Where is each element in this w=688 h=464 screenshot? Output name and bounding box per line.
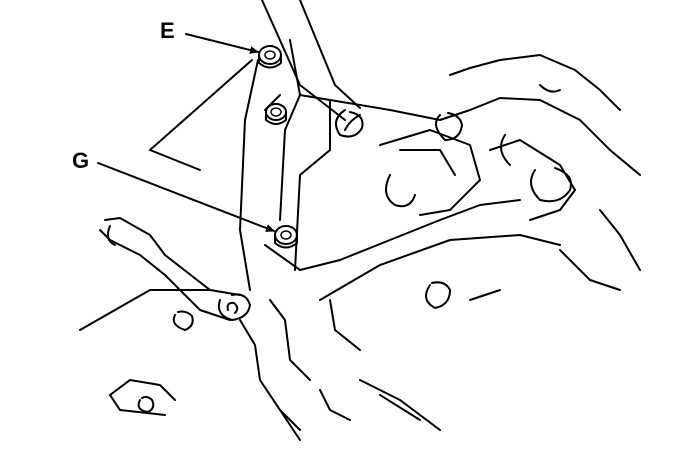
bolt-g bbox=[274, 225, 298, 249]
callout-e-arrow bbox=[185, 33, 259, 54]
lower-casing bbox=[79, 289, 441, 441]
callout-g-label: G bbox=[72, 148, 89, 173]
bolt-e bbox=[258, 45, 282, 69]
mounting-bracket bbox=[239, 39, 301, 291]
callout-g: G bbox=[72, 148, 275, 232]
callout-e-label: E bbox=[160, 18, 175, 43]
bolt-middle bbox=[265, 103, 287, 125]
callout-g-arrow bbox=[97, 162, 275, 232]
linkage-arm bbox=[99, 217, 251, 331]
callout-e: E bbox=[160, 18, 259, 54]
engine-block bbox=[294, 54, 641, 351]
frame-lines bbox=[149, 0, 361, 171]
